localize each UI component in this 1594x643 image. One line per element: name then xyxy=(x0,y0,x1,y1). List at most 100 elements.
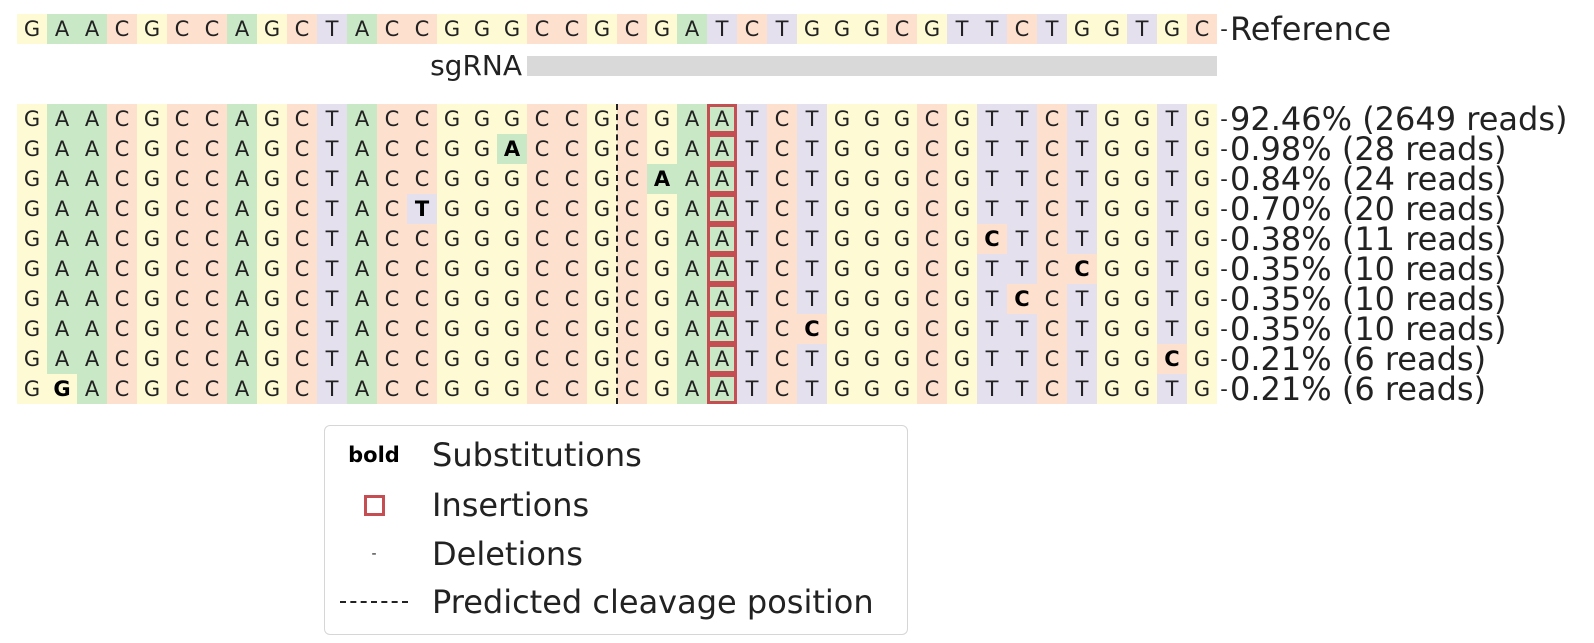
allele-row-8-base: G xyxy=(467,314,497,344)
allele-row-8-base: A xyxy=(347,314,377,344)
allele-row-10-base: A xyxy=(227,374,257,404)
allele-row-1-base: G xyxy=(1127,104,1157,134)
allele-row-3-base: C xyxy=(167,164,197,194)
reference-base: A xyxy=(77,14,107,44)
allele-row-7-base: C xyxy=(107,284,137,314)
allele-row-6-base: C xyxy=(1037,254,1067,284)
allele-row-6-base: T xyxy=(737,254,767,284)
allele-row-8-base: C xyxy=(527,314,557,344)
allele-row-5-base: C xyxy=(197,224,227,254)
allele-row-9-base: C xyxy=(767,344,797,374)
reference-base: G xyxy=(797,14,827,44)
allele-row-8-base: C xyxy=(617,314,647,344)
allele-row-9-base: G xyxy=(947,344,977,374)
allele-row-9-base: C xyxy=(197,344,227,374)
insertion-box xyxy=(707,314,737,344)
allele-row-2-base: T xyxy=(1067,134,1097,164)
allele-row-4-base: G xyxy=(17,194,47,224)
reference-base: G xyxy=(647,14,677,44)
reference-base: C xyxy=(617,14,647,44)
allele-row-9-base: C xyxy=(617,344,647,374)
allele-row-5-base: C xyxy=(407,224,437,254)
allele-row-9-base: C xyxy=(527,344,557,374)
allele-row-7-base: A xyxy=(77,284,107,314)
allele-row-9-base: G xyxy=(827,344,857,374)
allele-row-3-base: G xyxy=(137,164,167,194)
allele-row-4-base: A xyxy=(47,194,77,224)
allele-row-1-base: T xyxy=(1007,104,1037,134)
allele-row-1-base: C xyxy=(197,104,227,134)
allele-row-8-base: C xyxy=(107,314,137,344)
allele-row-3-base: T xyxy=(317,164,347,194)
allele-row-3-base: A xyxy=(707,164,737,194)
allele-label: 0.84% (24 reads) xyxy=(1230,160,1507,198)
allele-row-4-base: A xyxy=(347,194,377,224)
allele-row-1-base: C xyxy=(287,104,317,134)
reference-base: G xyxy=(17,14,47,44)
allele-row-5-base: C xyxy=(977,224,1007,254)
allele-row-10-base: G xyxy=(887,374,917,404)
allele-row-7-base: A xyxy=(347,284,377,314)
allele-row-5-base: G xyxy=(827,224,857,254)
allele-row-5-base: T xyxy=(737,224,767,254)
allele-row-2-base: C xyxy=(107,134,137,164)
allele-row-5-base: C xyxy=(767,224,797,254)
allele-row-6-base: G xyxy=(827,254,857,284)
allele-row-7-base: G xyxy=(437,284,467,314)
allele-row-9-base: G xyxy=(257,344,287,374)
allele-row-6-base: G xyxy=(17,254,47,284)
reference-base: T xyxy=(947,14,977,44)
reference-base: C xyxy=(407,14,437,44)
allele-label: 0.38% (11 reads) xyxy=(1230,220,1507,258)
allele-row-7-base: G xyxy=(587,284,617,314)
allele-row-8-base: T xyxy=(977,314,1007,344)
allele-row-2-base: C xyxy=(617,134,647,164)
allele-row-5-base: A xyxy=(707,224,737,254)
allele-row-6-base: T xyxy=(797,254,827,284)
allele-row-5-base: A xyxy=(77,224,107,254)
allele-row-9-base: G xyxy=(1097,344,1127,374)
allele-row-9-base: G xyxy=(17,344,47,374)
allele-row-10-base: G xyxy=(647,374,677,404)
allele-row-3-base: - xyxy=(1220,167,1228,191)
allele-row-3-base: C xyxy=(617,164,647,194)
insertion-box xyxy=(707,254,737,284)
reference-base: C xyxy=(737,14,767,44)
allele-row-6-base: T xyxy=(977,254,1007,284)
allele-row-9-base: G xyxy=(1187,344,1217,374)
allele-row-10-base: C xyxy=(287,374,317,404)
allele-row-5-base: G xyxy=(1187,224,1217,254)
allele-row-10-base: G xyxy=(437,374,467,404)
allele-row-4-base: C xyxy=(287,194,317,224)
allele-row-2-base: T xyxy=(737,134,767,164)
legend-label-deletions: Deletions xyxy=(432,535,583,573)
reference-base: C xyxy=(527,14,557,44)
allele-row-1-base: C xyxy=(557,104,587,134)
allele-row-3-base: T xyxy=(737,164,767,194)
allele-row-9-base: C xyxy=(407,344,437,374)
bold-marker-text: bold xyxy=(348,443,400,467)
allele-row-10-base: G xyxy=(17,374,47,404)
allele-row-8-base: C xyxy=(1037,314,1067,344)
reference-base: C xyxy=(197,14,227,44)
allele-row-6-base: G xyxy=(467,254,497,284)
allele-row-9-base: G xyxy=(857,344,887,374)
allele-row-2-base: A xyxy=(227,134,257,164)
allele-row-7-base: C xyxy=(917,284,947,314)
allele-row-3-base: G xyxy=(887,164,917,194)
allele-row-8-base: A xyxy=(77,314,107,344)
allele-row-9-base: A xyxy=(347,344,377,374)
allele-row-2-base: G xyxy=(857,134,887,164)
allele-row-5-base: - xyxy=(1220,227,1228,251)
allele-row-8-base: T xyxy=(317,314,347,344)
allele-row-2-base: C xyxy=(167,134,197,164)
allele-row-6-base: A xyxy=(677,254,707,284)
legend-label-insertions: Insertions xyxy=(432,486,590,524)
reference-base: C xyxy=(377,14,407,44)
allele-row-3-base: G xyxy=(467,164,497,194)
allele-row-6-base: G xyxy=(857,254,887,284)
allele-row-4-base: C xyxy=(527,194,557,224)
allele-row-9-base: G xyxy=(1127,344,1157,374)
allele-label: 92.46% (2649 reads) xyxy=(1230,100,1568,138)
allele-row-6-base: C xyxy=(407,254,437,284)
